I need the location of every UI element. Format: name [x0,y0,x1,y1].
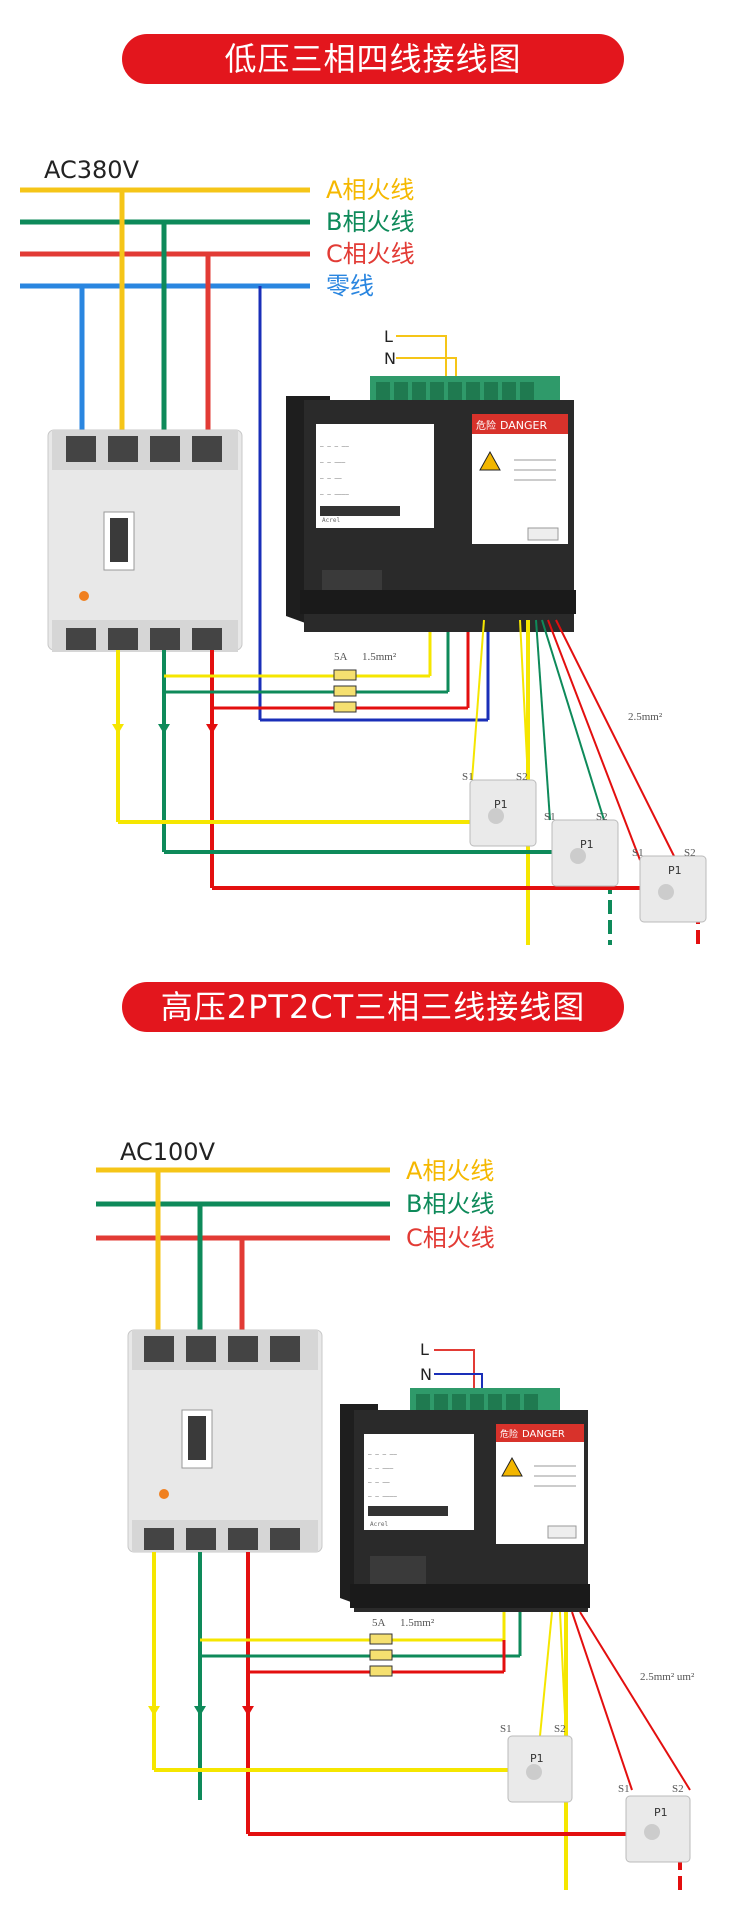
svg-text:P1: P1 [530,1752,544,1765]
low-voltage-wiring-diagram: AC380V A相火线 B相火线 C相火线 零线 [20,156,707,945]
wire-label-small: 1.5mm² [362,651,397,663]
svg-text:— — ———: — — ——— [320,459,346,466]
svg-text:P1: P1 [668,864,682,877]
svg-text:— — ————: — — ———— [368,1493,397,1500]
current-transformer-c: P1 S1 S2 [632,847,707,923]
power-meter-2: — — — —— — — ——— — — —— — — ———— Acrel 危… [340,1388,590,1612]
source-voltage-label: AC380V [44,156,140,184]
section-title-low-voltage: 低压三相四线接线图 [122,34,624,84]
svg-text:— — — ——: — — — —— [320,443,349,450]
svg-text:P1: P1 [494,798,508,811]
svg-text:S1: S1 [632,847,644,859]
circuit-breaker-2 [127,1329,323,1553]
svg-text:P1: P1 [654,1806,668,1819]
power-l-label: L [384,327,393,346]
danger-label: DANGER [500,419,548,432]
svg-text:— — ———: — — ——— [368,1465,394,1472]
svg-text:S2: S2 [596,811,608,823]
wire-label-large: 2.5mm² [628,711,663,723]
wire-label-small-2: 1.5mm² [400,1617,435,1629]
section-title-high-voltage: 高压2PT2CT三相三线接线图 [122,982,624,1032]
meter-brand: Acrel [322,517,340,524]
svg-text:S2: S2 [516,771,528,783]
svg-text:— — ——: — — —— [368,1479,390,1486]
svg-text:S2: S2 [554,1723,566,1735]
svg-text:S2: S2 [672,1783,684,1795]
current-transformer-a: P1 S1 S2 [462,771,537,847]
source-voltage-label-2: AC100V [120,1138,216,1166]
current-transformer-a-2: P1 S1 S2 [500,1723,573,1803]
svg-text:— — — ——: — — — —— [368,1451,397,1458]
svg-text:— — ——: — — —— [320,475,342,482]
danger-cn-2: 危险 [500,1428,518,1440]
svg-text:P1: P1 [580,838,594,851]
bus-n-label: 零线 [326,272,374,300]
bus-a-label: A相火线 [326,176,414,204]
bus-b-label-2: B相火线 [406,1190,494,1218]
power-l-label-2: L [420,1340,429,1359]
bus-c-label: C相火线 [326,240,415,268]
fuse-label-2: 5A [372,1617,386,1629]
power-meter: — — — —— — — ——— — — —— — — ———— Acrel 危… [286,376,576,632]
svg-text:— — ————: — — ———— [320,491,349,498]
svg-text:S1: S1 [618,1783,630,1795]
fuse-label: 5A [334,651,348,663]
power-n-label-2: N [420,1365,432,1384]
danger-cn: 危险 [476,419,496,432]
bus-a-label-2: A相火线 [406,1157,494,1185]
current-transformer-b: P1 S1 S2 [544,811,619,887]
bus-c-label-2: C相火线 [406,1224,495,1252]
current-transformer-c-2: P1 S1 S2 [618,1783,691,1863]
danger-label-2: DANGER [522,1429,565,1440]
svg-text:S2: S2 [684,847,696,859]
svg-text:S1: S1 [544,811,556,823]
svg-text:S1: S1 [500,1723,512,1735]
meter-brand-2: Acrel [370,1521,388,1528]
circuit-breaker [47,429,243,652]
svg-text:S1: S1 [462,771,474,783]
power-n-label: N [384,349,396,368]
wire-label-large-2: 2.5mm² um² [640,1671,695,1683]
bus-b-label: B相火线 [326,208,414,236]
